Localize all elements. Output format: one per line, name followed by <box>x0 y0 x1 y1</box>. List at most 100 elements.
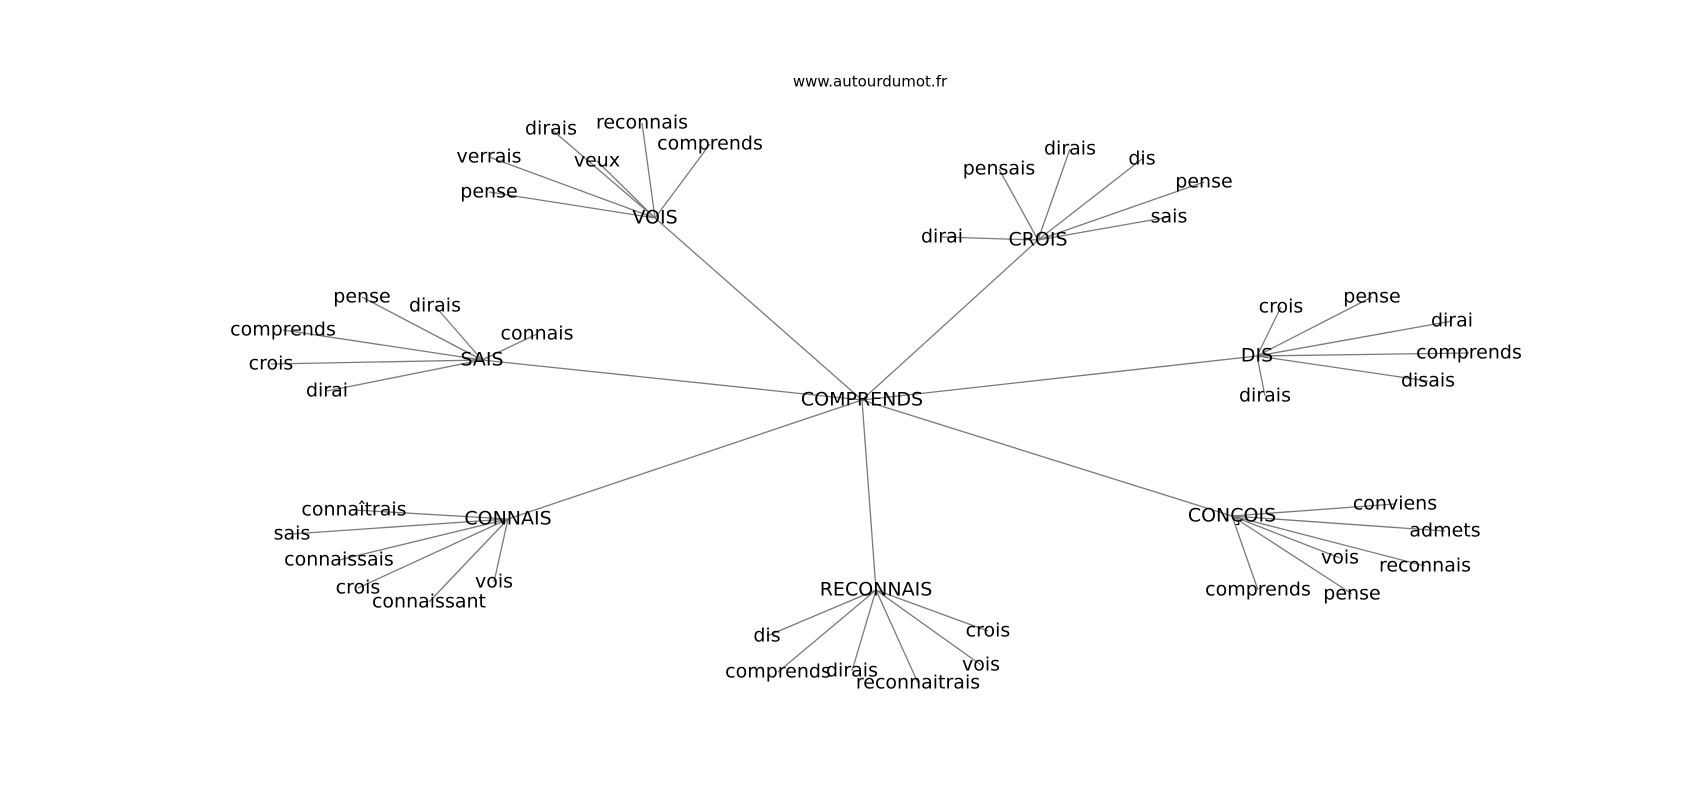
leaf-node-label[interactable]: connaissais <box>284 549 394 571</box>
leaf-node-label[interactable]: vois <box>962 654 1000 676</box>
leaf-node-label[interactable]: sais <box>274 523 311 545</box>
edge-hub-to-leaf <box>777 589 877 673</box>
edge-hub-to-leaf <box>481 333 538 361</box>
edge-hub-to-leaf <box>1037 216 1170 241</box>
leaf-node-label[interactable]: dirai <box>306 380 348 402</box>
edge-center-to-hub <box>481 359 863 401</box>
leaf-node-label[interactable]: comprends <box>1205 579 1311 601</box>
leaf-node-label[interactable]: sais <box>1151 206 1188 228</box>
edge-hub-to-leaf <box>654 143 711 219</box>
leaf-node-label[interactable]: pensais <box>963 158 1036 180</box>
leaf-node-label[interactable]: pense <box>1175 171 1232 193</box>
edge-center-to-hub <box>861 399 877 591</box>
leaf-node-label[interactable]: connaissant <box>372 591 486 613</box>
edge-hub-to-leaf <box>488 156 656 219</box>
edge-center-to-hub <box>861 355 1258 401</box>
leaf-node-label[interactable]: comprends <box>1416 342 1522 364</box>
leaf-node-label[interactable]: dirai <box>1431 310 1473 332</box>
edge-hub-to-leaf <box>596 160 656 219</box>
hub-node-label[interactable]: RECONNAIS <box>820 579 933 601</box>
leaf-node-label[interactable]: dirais <box>826 660 878 682</box>
edge-hub-to-leaf <box>1231 515 1353 595</box>
edge-hub-to-leaf <box>270 359 483 365</box>
edge-center-to-hub <box>861 399 1233 517</box>
leaf-node-label[interactable]: verrais <box>456 146 521 168</box>
edge-hub-to-leaf <box>361 296 483 361</box>
hub-node-label[interactable]: DIS <box>1241 345 1273 367</box>
leaf-node-label[interactable]: dirai <box>921 226 963 248</box>
edge-hub-to-leaf <box>1231 503 1396 517</box>
leaf-node-label[interactable]: disais <box>1401 370 1455 392</box>
leaf-node-label[interactable]: reconnaitrais <box>856 672 980 694</box>
edge-hub-to-leaf <box>941 236 1039 241</box>
edge-hub-to-leaf <box>1256 352 1470 357</box>
edge-center-to-hub <box>861 239 1039 401</box>
edge-hub-to-leaf <box>353 509 509 520</box>
leaf-node-label[interactable]: pense <box>1323 583 1380 605</box>
leaf-node-label[interactable]: reconnais <box>1379 555 1471 577</box>
leaf-node-label[interactable]: dirais <box>409 295 461 317</box>
edge-hub-to-leaf <box>326 359 483 392</box>
edge-hub-to-leaf <box>875 589 919 684</box>
leaf-node-label[interactable]: crois <box>249 353 294 375</box>
leaf-node-label[interactable]: reconnais <box>596 112 688 134</box>
edge-hub-to-leaf <box>1231 515 1426 567</box>
edge-hub-to-leaf <box>338 518 509 561</box>
leaf-node-label[interactable]: pense <box>460 181 517 203</box>
hub-node-label[interactable]: CROIS <box>1008 229 1067 251</box>
center-node-label[interactable]: COMPRENDS <box>801 389 923 411</box>
leaf-node-label[interactable]: dirais <box>1239 385 1291 407</box>
leaf-node-label[interactable]: comprends <box>230 319 336 341</box>
edge-hub-to-leaf <box>1037 181 1205 241</box>
leaf-node-label[interactable]: veux <box>574 150 620 172</box>
edge-hub-to-leaf <box>493 518 509 583</box>
leaf-node-label[interactable]: conviens <box>1353 493 1437 515</box>
edge-hub-to-leaf <box>851 589 877 672</box>
leaf-node-label[interactable]: vois <box>475 571 513 593</box>
leaf-node-label[interactable]: crois <box>336 577 381 599</box>
leaf-node-label[interactable]: crois <box>1259 296 1304 318</box>
edge-hub-to-leaf <box>488 191 656 219</box>
watermark-text: www.autourdumot.fr <box>793 73 948 91</box>
hub-node-label[interactable]: SAIS <box>460 349 503 371</box>
edge-center-to-hub <box>654 217 863 401</box>
edge-hub-to-leaf <box>1256 320 1453 357</box>
edge-hub-to-leaf <box>1256 355 1266 397</box>
leaf-node-label[interactable]: connais <box>501 323 574 345</box>
edge-hub-to-leaf <box>875 589 982 666</box>
leaf-node-label[interactable]: comprends <box>657 133 763 155</box>
edge-hub-to-leaf <box>1231 515 1446 532</box>
edge-hub-to-leaf <box>998 168 1039 241</box>
edge-hub-to-leaf <box>428 518 509 603</box>
leaf-node-label[interactable]: vois <box>1321 547 1359 569</box>
leaf-node-label[interactable]: dis <box>1128 148 1155 170</box>
hub-node-label[interactable]: VOIS <box>632 207 677 229</box>
edge-hub-to-leaf <box>282 329 483 361</box>
edge-hub-to-leaf <box>357 518 509 589</box>
leaf-node-label[interactable]: dirais <box>525 118 577 140</box>
edge-hub-to-leaf <box>550 128 656 219</box>
hub-node-label[interactable]: CONNAIS <box>464 508 551 530</box>
edges-layer <box>270 122 1470 684</box>
edge-hub-to-leaf <box>1256 306 1282 357</box>
edge-hub-to-leaf <box>434 305 483 361</box>
leaf-node-label[interactable]: pense <box>333 286 390 308</box>
edge-center-to-hub <box>507 399 863 520</box>
leaf-node-label[interactable]: pense <box>1343 286 1400 308</box>
leaf-node-label[interactable]: connaîtrais <box>301 499 406 521</box>
leaf-node-label[interactable]: crois <box>966 620 1011 642</box>
edge-hub-to-leaf <box>875 589 989 632</box>
leaf-node-label[interactable]: comprends <box>725 661 831 683</box>
edge-hub-to-leaf <box>1256 296 1373 357</box>
edge-hub-to-leaf <box>1037 158 1143 241</box>
edge-hub-to-leaf <box>641 122 656 219</box>
leaf-node-label[interactable]: dis <box>753 625 780 647</box>
leaf-node-label[interactable]: dirais <box>1044 138 1096 160</box>
edge-hub-to-leaf <box>1231 515 1341 559</box>
edge-hub-to-leaf <box>766 589 877 637</box>
hub-node-label[interactable]: CONÇOIS <box>1188 505 1276 527</box>
edge-hub-to-leaf <box>1037 148 1071 241</box>
leaf-node-label[interactable]: admets <box>1409 520 1480 542</box>
